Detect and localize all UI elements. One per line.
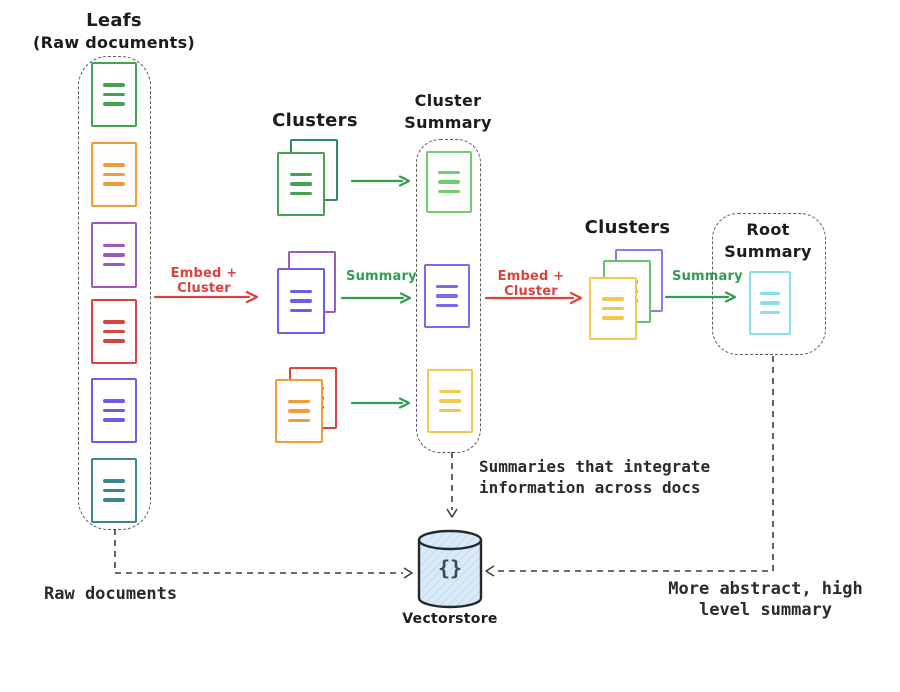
summaries-note: Summaries that integrate information acr… — [479, 456, 710, 498]
leafs-title-line1: Leafs — [86, 10, 142, 31]
leaf-doc-6 — [91, 458, 137, 523]
summaries-note-line1: Summaries that integrate — [479, 457, 711, 476]
cluster1-doc-front — [277, 152, 325, 216]
root-summary-title-line1: Root — [746, 220, 790, 239]
right-stack-doc-front — [589, 277, 637, 340]
vectorstore-label: Vectorstore — [402, 611, 498, 627]
clusters-right-label: Clusters — [584, 217, 671, 238]
leaf-doc-3 — [91, 222, 137, 288]
embed-cluster-1-label: Embed + Cluster — [170, 266, 238, 296]
leaf-doc-5 — [91, 378, 137, 443]
summary-doc-1 — [426, 151, 472, 213]
abstract-note-line2: level summary — [698, 600, 833, 620]
summary-doc-3 — [427, 369, 473, 433]
cluster-summary-title: Cluster Summary — [402, 90, 494, 134]
arrow-cluster3-to-summary — [350, 397, 411, 409]
cluster2-doc-front — [277, 268, 325, 334]
root-summary-doc — [749, 271, 791, 335]
root-summary-title-line2: Summary — [724, 242, 812, 261]
clusters-mid-label: Clusters — [272, 110, 358, 131]
leafs-title-line2: (Raw documents) — [33, 33, 195, 52]
summary-doc-2 — [424, 264, 470, 328]
summaries-note-line2: information across docs — [479, 478, 701, 497]
leaf-doc-2 — [91, 142, 137, 207]
summary-right-label: Summary — [672, 269, 743, 284]
vectorstore-cylinder — [417, 529, 483, 609]
cluster-summary-title-line2: Summary — [404, 113, 492, 132]
leafs-title: Leafs (Raw documents) — [18, 10, 210, 54]
connector-leafs-to-vectorstore — [114, 529, 413, 579]
arrow-cluster1-to-summary — [350, 175, 411, 187]
summary-mid-label: Summary — [346, 269, 417, 284]
connector-summary-to-vectorstore — [446, 452, 458, 518]
raw-documents-note: Raw documents — [44, 584, 178, 604]
leaf-doc-1 — [91, 62, 137, 127]
abstract-note: More abstract, high level summary — [648, 579, 883, 621]
vectorstore-glyph: {} — [437, 556, 463, 580]
cluster-summary-container — [416, 139, 481, 453]
arrow-cluster2-to-summary — [340, 292, 412, 304]
root-summary-container — [712, 213, 826, 355]
cluster-summary-title-line1: Cluster — [414, 91, 482, 110]
abstract-note-line1: More abstract, high — [668, 579, 863, 599]
cluster3-doc-front — [275, 379, 323, 443]
leaf-doc-4 — [91, 299, 137, 364]
embed-cluster-2-label: Embed + Cluster — [497, 269, 565, 299]
root-summary-title: Root Summary — [712, 219, 824, 263]
